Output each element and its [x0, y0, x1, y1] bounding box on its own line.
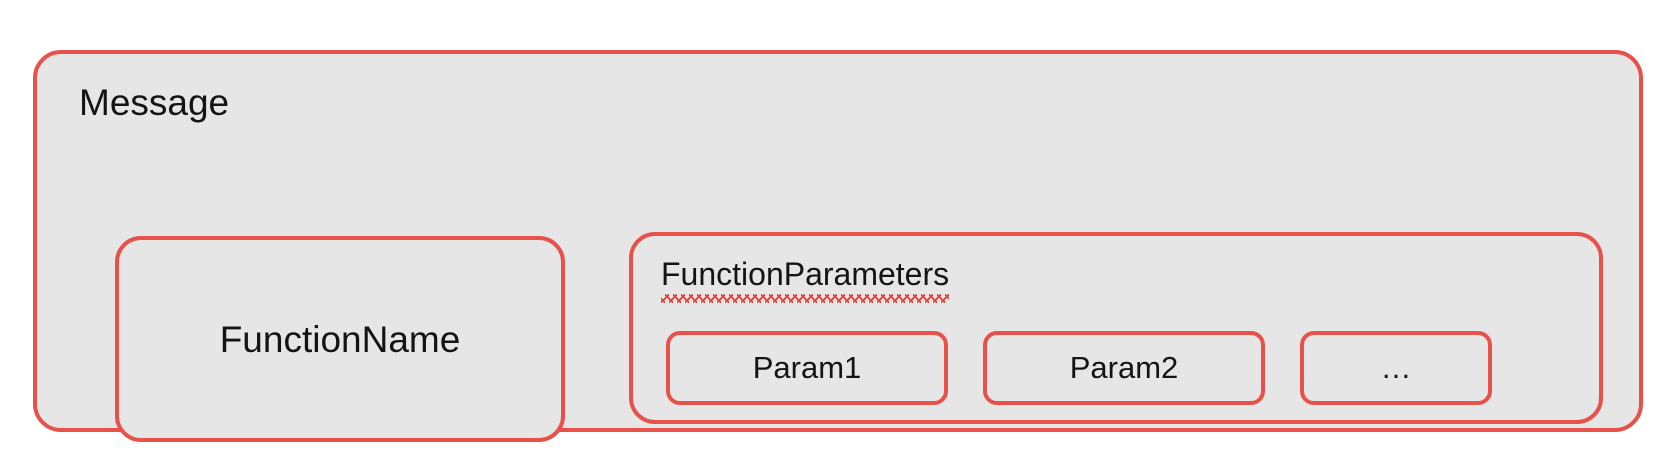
spellcheck-underline-icon: [661, 294, 950, 303]
function-name-label: FunctionName: [219, 318, 461, 360]
message-title: Message: [79, 82, 230, 123]
message-container: Message FunctionName FunctionParameters …: [33, 50, 1643, 442]
parameter-chip: Param2: [983, 331, 1265, 405]
function-name-block: FunctionName: [115, 236, 565, 442]
parameter-chip-ellipsis: …: [1300, 331, 1492, 405]
function-parameters-block: FunctionParameters Param1 Param2 …: [629, 232, 1603, 424]
function-parameters-title: FunctionParameters: [661, 256, 950, 303]
parameter-chip-row: Param1 Param2 …: [666, 331, 1582, 405]
parameter-chip: Param1: [666, 331, 948, 405]
function-parameters-title-text: FunctionParameters: [661, 256, 950, 292]
